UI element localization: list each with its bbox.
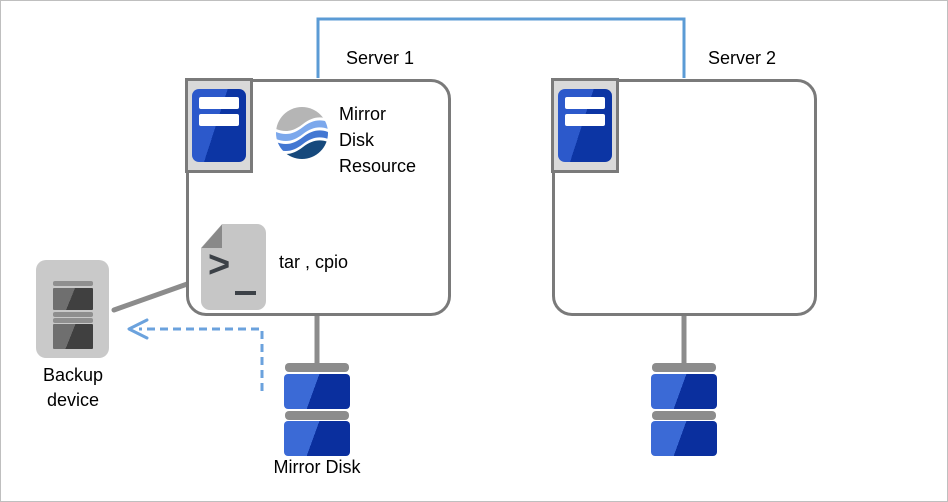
tape-drive-vent bbox=[53, 281, 93, 286]
backup-tools-label: tar , cpio bbox=[279, 252, 349, 272]
server-drive-slot bbox=[199, 114, 239, 126]
mirror-disk-resource-label: Mirror Disk Resource bbox=[339, 101, 416, 179]
mirror-disk1-volume bbox=[284, 374, 350, 409]
backup-device-label: Backup device bbox=[23, 363, 123, 413]
server-drive-slot bbox=[199, 97, 239, 109]
server2-label: Server 2 bbox=[708, 48, 777, 68]
tape-drive-slot bbox=[53, 288, 93, 310]
tape-drive-vent bbox=[53, 318, 93, 323]
mirror-disk-resource-label-line2: Disk bbox=[339, 130, 374, 150]
heartbeat-connector-line bbox=[316, 17, 686, 78]
server-drive-slot bbox=[565, 114, 605, 126]
prompt-gt-glyph: > bbox=[208, 244, 231, 286]
mirror-disk1-platter-bar bbox=[285, 363, 349, 372]
mirror-disk-resource-label-line3: Resource bbox=[339, 156, 417, 176]
mirror-disk-label: Mirror Disk bbox=[273, 457, 361, 477]
backup-device-connection-line bbox=[111, 280, 193, 313]
globe-waves-icon bbox=[276, 107, 328, 159]
backup-flow-dashed-arrow bbox=[139, 327, 264, 391]
arrowhead-icon bbox=[127, 318, 149, 340]
server-tower-body bbox=[192, 89, 246, 162]
tape-drive-slot bbox=[53, 324, 93, 349]
mirror-disk1-volume bbox=[284, 421, 350, 456]
server-drive-slot bbox=[565, 97, 605, 109]
prompt-underscore-glyph bbox=[235, 291, 256, 295]
server1-label: Server 1 bbox=[346, 48, 415, 68]
backup-device-label-line2: device bbox=[46, 390, 100, 410]
tape-drive-icon bbox=[36, 260, 109, 358]
mirror-disk1-platter-bar bbox=[285, 411, 349, 420]
mirror-disk2-volume bbox=[651, 421, 717, 456]
mirror-disk2-volume bbox=[651, 374, 717, 409]
mirror-disk-resource-label-line1: Mirror bbox=[339, 104, 386, 124]
shell-script-file-icon: > bbox=[200, 223, 266, 310]
backup-device-label-line1: Backup bbox=[42, 365, 104, 385]
server1-server-tower-icon bbox=[185, 78, 253, 173]
mirror-disk2-platter-bar bbox=[652, 411, 716, 420]
tape-drive-vent bbox=[53, 312, 93, 317]
server-tower-body bbox=[558, 89, 612, 162]
server2-server-tower-icon bbox=[551, 78, 619, 173]
mirror-disk2-platter-bar bbox=[652, 363, 716, 372]
